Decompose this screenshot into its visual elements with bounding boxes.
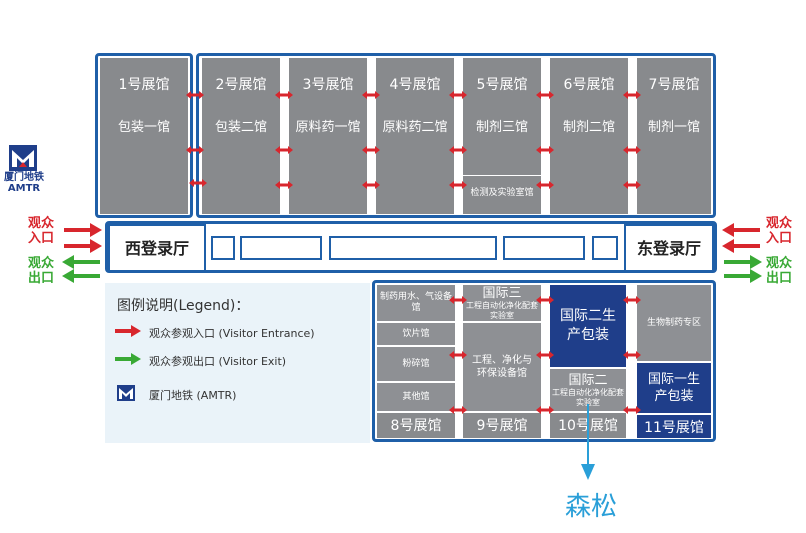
corridor-segment [503, 236, 585, 260]
east-arrows-icon [722, 223, 762, 283]
hall-9-intl-title: 国际三 [482, 285, 522, 301]
west-arrows-icon [62, 223, 102, 283]
divider [462, 175, 542, 176]
door-arrow-icon [623, 146, 641, 154]
door-arrow-icon [449, 406, 467, 414]
legend-entrance: 观众参观入口 (Visitor Entrance) [149, 327, 315, 340]
door-arrow-icon [186, 91, 204, 99]
hall-9-number: 9号展馆 [462, 412, 542, 439]
door-arrow-icon [449, 181, 467, 189]
door-arrow-icon [449, 91, 467, 99]
legend-title: 图例说明(Legend)： [117, 298, 250, 314]
door-arrow-icon [623, 406, 641, 414]
lobby-west[interactable]: 西登录厅 [108, 224, 206, 272]
metro-name-en: AMTR [7, 183, 41, 194]
door-arrow-icon [275, 91, 293, 99]
halls-2-7-frame [196, 53, 716, 218]
door-arrow-icon [536, 181, 554, 189]
entrance-label-west: 观众入口 [27, 216, 54, 246]
entrance-arrow-icon [115, 325, 141, 337]
legend-exit: 观众参观出口 (Visitor Exit) [149, 355, 287, 368]
entrance-label-east: 观众入口 [765, 216, 792, 246]
hall-9-intl-three[interactable]: 国际三 工程自动化净化配套实验室 [462, 284, 542, 322]
hall-11-number: 11号展馆 [636, 414, 712, 439]
door-arrow-icon [623, 296, 641, 304]
hall-name: 原料药二馆 [382, 120, 448, 135]
hall-name: 制剂一馆 [647, 120, 700, 135]
hall-number: 3号展馆 [302, 77, 354, 93]
hall-6[interactable]: 6号展馆 制剂二馆 [549, 57, 629, 215]
door-arrow-icon [449, 351, 467, 359]
hall-name: 制剂二馆 [562, 120, 615, 135]
door-arrow-icon [623, 91, 641, 99]
hall-number: 4号展馆 [389, 77, 441, 93]
door-arrow-icon [362, 146, 380, 154]
metro-logo-icon [9, 145, 37, 171]
hall-name: 制剂三馆 [475, 120, 528, 135]
door-arrow-icon [449, 296, 467, 304]
door-arrow-icon [449, 146, 467, 154]
door-arrow-icon [536, 406, 554, 414]
hall-10-intl-two-packaging[interactable]: 国际二生产包装 [549, 284, 627, 368]
hall-10-intl-two-lab[interactable]: 国际二 工程自动化净化配套实验室 [549, 368, 627, 412]
door-arrow-icon [362, 91, 380, 99]
door-arrow-icon [536, 146, 554, 154]
door-arrow-icon [186, 146, 204, 154]
lab-label: 检测及实验室馆 [470, 188, 534, 198]
hall-7[interactable]: 7号展馆 制剂一馆 [636, 57, 712, 215]
corridor-segment [240, 236, 322, 260]
hall-10-intl-title: 国际二 [568, 372, 608, 388]
metro-name-cn: 厦门地铁 [4, 172, 44, 183]
door-arrow-icon [275, 146, 293, 154]
hall-9-intl-sub: 工程自动化净化配套实验室 [466, 300, 538, 320]
hall-number: 5号展馆 [476, 77, 528, 93]
hall-10-intl-sub: 工程自动化净化配套实验室 [552, 387, 624, 407]
hall-11-biopharma[interactable]: 生物制药专区 [636, 284, 712, 362]
exit-arrow-icon [115, 353, 141, 365]
hall-name: 包装一馆 [117, 120, 170, 135]
hall-name: 原料药一馆 [295, 120, 361, 135]
door-arrow-icon [623, 351, 641, 359]
door-arrow-icon [536, 351, 554, 359]
hall-4[interactable]: 4号展馆 原料药二馆 [375, 57, 455, 215]
lobby-east[interactable]: 东登录厅 [624, 224, 714, 272]
corridor-segment [592, 236, 618, 260]
door-arrow-icon [536, 91, 554, 99]
hall-11-intl-one-packaging[interactable]: 国际一生产包装 [636, 362, 712, 414]
legend-box: 图例说明(Legend)： 观众参观入口 (Visitor Entrance) … [105, 283, 370, 443]
legend-metro: 厦门地铁 (AMTR) [149, 389, 237, 402]
hall-number: 1号展馆 [118, 77, 170, 93]
metro-logo-text: 厦门地铁 AMTR [0, 172, 48, 194]
hall-5[interactable]: 5号展馆 制剂三馆 检测及实验室馆 [462, 57, 542, 215]
exit-label-east: 观众出口 [765, 256, 792, 286]
hall-8-water-gas[interactable]: 制药用水、气设备馆 [376, 284, 456, 322]
door-arrow-icon [623, 181, 641, 189]
callout-label: 森松 [564, 492, 617, 522]
hall-name: 包装二馆 [214, 120, 267, 135]
hall-8-grinding[interactable]: 粉碎馆 [376, 346, 456, 382]
door-arrow-icon [536, 296, 554, 304]
metro-logo-icon [117, 385, 135, 401]
hall-3[interactable]: 3号展馆 原料药一馆 [288, 57, 368, 215]
hall-number: 2号展馆 [215, 77, 267, 93]
corridor-segment [329, 236, 497, 260]
door-arrow-icon [189, 179, 207, 187]
hall-1[interactable]: 1号展馆 包装一馆 [99, 57, 189, 215]
hall-number: 7号展馆 [648, 77, 700, 93]
door-arrow-icon [275, 181, 293, 189]
hall-number: 6号展馆 [563, 77, 615, 93]
hall-8-other[interactable]: 其他馆 [376, 382, 456, 412]
hall-8-slices[interactable]: 饮片馆 [376, 322, 456, 346]
hall-9-engineering[interactable]: 工程、净化与环保设备馆 [462, 322, 542, 412]
hall-2[interactable]: 2号展馆 包装二馆 [201, 57, 281, 215]
door-arrow-icon [362, 181, 380, 189]
callout-arrow-icon [581, 404, 595, 480]
hall-8-number: 8号展馆 [376, 412, 456, 439]
corridor-segment [211, 236, 235, 260]
exit-label-west: 观众出口 [27, 256, 54, 286]
